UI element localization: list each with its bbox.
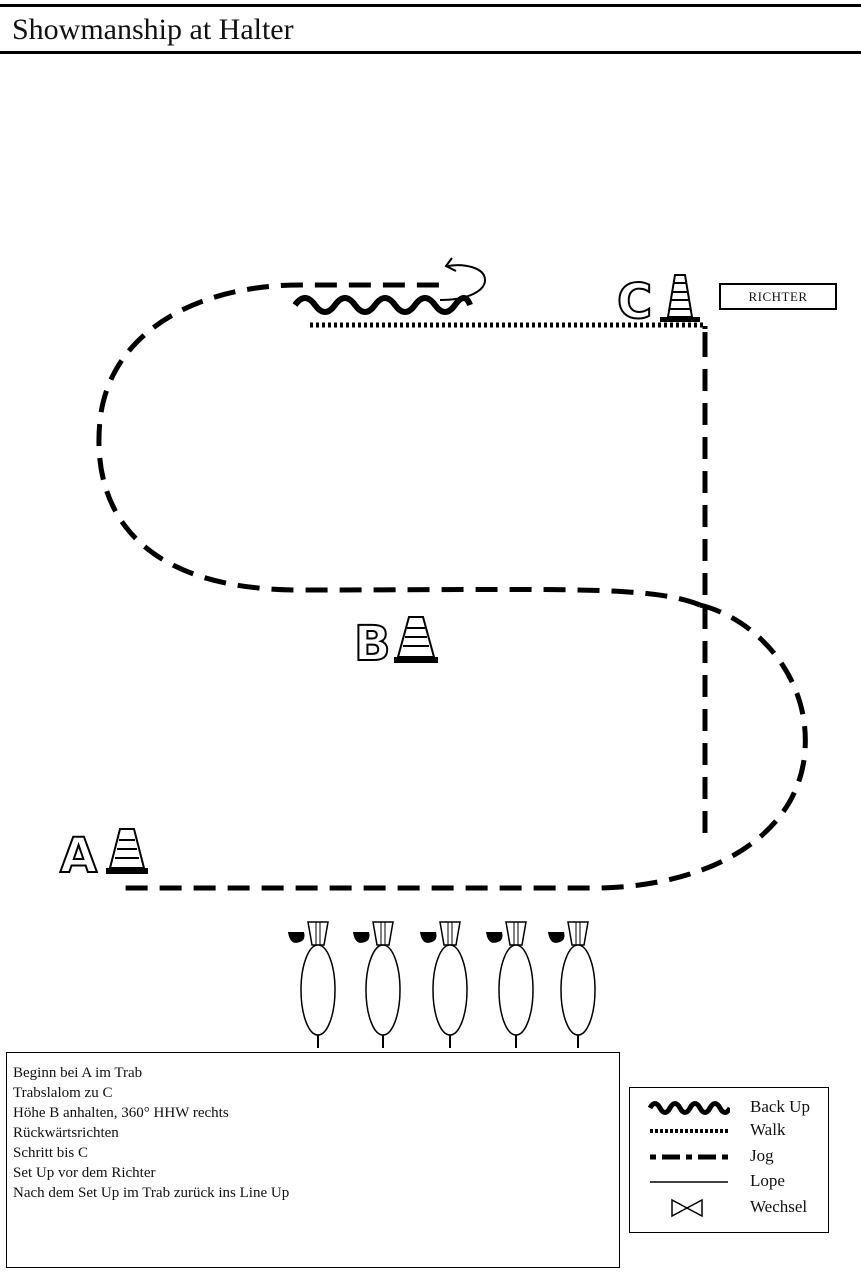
walk-line-icon (650, 1129, 728, 1133)
backup-path (292, 295, 473, 315)
instruction-line: Trabslalom zu C (13, 1085, 113, 1101)
legend-item-jog: Jog (630, 1145, 830, 1169)
lead-change-icon (671, 1198, 703, 1218)
title-bar: Showmanship at Halter (0, 4, 861, 54)
marker-c-label: C (617, 274, 652, 330)
cone-a-icon (106, 828, 148, 874)
jog-line-icon (650, 1154, 728, 1160)
backup-line-icon (647, 1101, 730, 1115)
instructions-box: Beginn bei A im Trab Trabslalom zu C Höh… (6, 1052, 620, 1268)
horse-icon (288, 921, 336, 1048)
horse-icon (486, 921, 534, 1048)
legend-label: Back Up (750, 1097, 810, 1116)
cone-b-icon (394, 616, 438, 663)
horse-icon (353, 921, 401, 1048)
instruction-line: Schritt bis C (13, 1145, 89, 1161)
instruction-line: Nach dem Set Up im Trab zurück ins Line … (13, 1185, 290, 1201)
legend-box: Back Up Walk Jog Lope Wechsel (629, 1087, 829, 1233)
legend-item-change: Wechsel (630, 1196, 830, 1220)
legend-item-walk: Walk (630, 1119, 830, 1143)
marker-a-label: A (60, 828, 97, 884)
instruction-line: Höhe B anhalten, 360° HHW rechts (13, 1105, 229, 1121)
legend-item-lope: Lope (630, 1170, 830, 1194)
horse-icon (548, 921, 596, 1048)
legend-item-backup: Back Up (630, 1096, 830, 1120)
legend-label: Lope (750, 1171, 785, 1190)
lope-line-icon (650, 1181, 728, 1183)
instruction-line: Set Up vor dem Richter (13, 1165, 156, 1181)
lineup-horses (288, 921, 596, 1048)
instruction-line: Beginn bei A im Trab (13, 1065, 143, 1081)
cone-c-icon (660, 274, 700, 322)
horse-icon (420, 921, 468, 1048)
turn-arrow (439, 257, 487, 301)
jog-path-upper-loop (96, 282, 701, 608)
marker-b-label: B (354, 616, 391, 672)
jog-path-lower-loop (125, 602, 808, 891)
page-title: Showmanship at Halter (12, 13, 294, 46)
legend-label: Jog (750, 1146, 774, 1165)
instruction-line: Rückwärtsrichten (13, 1125, 119, 1141)
legend-label: Walk (750, 1120, 786, 1139)
judge-label: RICHTER (719, 283, 837, 310)
legend-label: Wechsel (750, 1197, 808, 1216)
